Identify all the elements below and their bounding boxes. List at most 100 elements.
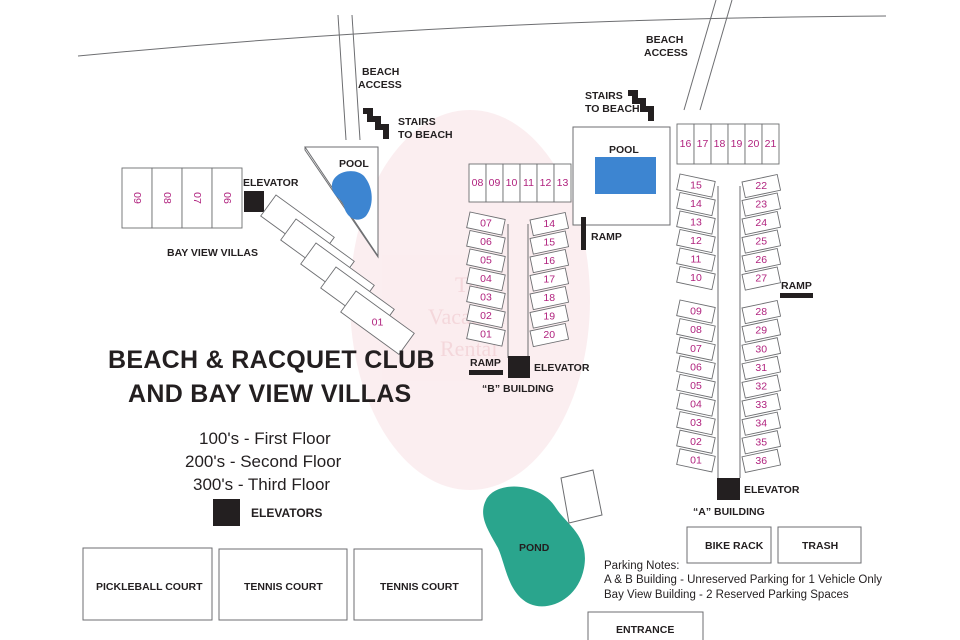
bayview-pool-label: POOL	[339, 158, 369, 170]
unit-cell	[741, 210, 782, 236]
unit-b_right-17: 17	[529, 267, 570, 292]
beach-path-1-left	[337, 14, 347, 141]
unit-b_right-19: 19	[529, 304, 570, 329]
unit-a_left_lower-02: 02	[676, 429, 716, 454]
b-ramp-icon	[469, 370, 503, 375]
unit-number: 16	[680, 138, 692, 150]
unit-number: 15	[543, 237, 555, 249]
unit-cell	[676, 429, 716, 454]
unit-b_top-08: 08	[468, 163, 487, 203]
unit-a_right_upper-27: 27	[741, 266, 782, 291]
unit-cell	[529, 304, 570, 329]
b-elevator-label: ELEVATOR	[534, 362, 590, 374]
bayview-pool	[331, 171, 372, 220]
a-ramp-label: RAMP	[781, 280, 812, 292]
unit-number: 20	[543, 329, 555, 341]
unit-b_left-02: 02	[466, 303, 506, 329]
unit-b_left-01: 01	[466, 322, 506, 347]
unit-number: 17	[543, 274, 555, 286]
unit-a_right_upper-24: 24	[741, 210, 782, 236]
unit-number: 12	[690, 235, 702, 247]
unit-cell	[676, 173, 716, 198]
unit-b_top-11: 11	[519, 163, 538, 203]
unit-cell	[761, 123, 780, 165]
beach-access-2-label: BEACH	[646, 34, 683, 46]
unit-b_left-07: 07	[466, 211, 506, 236]
b-ramp-label: RAMP	[470, 357, 501, 369]
stairs-2-icon	[628, 90, 654, 121]
unit-a_left_upper-14: 14	[676, 191, 716, 217]
unit-number: 01	[690, 454, 702, 466]
unit-cell	[529, 322, 570, 348]
unit-cell	[676, 448, 716, 473]
b-building-label: “B” BUILDING	[482, 383, 554, 395]
unit-cell	[211, 167, 243, 229]
beach-path-2-right	[699, 0, 733, 111]
unit-cell	[741, 318, 782, 343]
unit-cell	[676, 299, 716, 324]
unit-a_top-21: 21	[761, 123, 780, 165]
unit-a_right_lower-34: 34	[741, 411, 782, 436]
unit-b_left-03: 03	[466, 285, 506, 310]
unit-number: 01	[480, 329, 492, 341]
unit-number: 26	[755, 254, 767, 266]
unit-number: 01	[372, 317, 384, 329]
unit-cell	[741, 299, 782, 325]
unit-number: 25	[755, 236, 767, 248]
unit-number: 13	[690, 217, 702, 229]
unit-a_right_lower-33: 33	[741, 392, 782, 418]
pickleball-court	[82, 547, 213, 621]
unit-number: 15	[690, 180, 702, 192]
unit-bayview_diag-01: 01	[340, 290, 415, 355]
unit-a_right_upper-26: 26	[741, 247, 782, 273]
a-ramp-icon	[780, 293, 813, 298]
bay-view-villas-label: BAY VIEW VILLAS	[167, 247, 258, 259]
unit-a_top-16: 16	[676, 123, 695, 165]
unit-number: 20	[748, 138, 760, 150]
tennis-court-2	[353, 548, 483, 621]
trash-label: TRASH	[802, 540, 838, 552]
b-elevator-icon	[508, 356, 530, 378]
unit-number: 06	[221, 192, 233, 204]
unit-cell	[466, 322, 506, 347]
unit-number: 14	[690, 198, 702, 210]
unit-a_top-17: 17	[693, 123, 712, 165]
unit-cell	[676, 336, 716, 361]
unit-a_left_upper-15: 15	[676, 173, 716, 198]
unit-cell	[676, 210, 716, 235]
beach-access-1-label: BEACH	[362, 66, 399, 78]
pool-ramp-icon	[581, 217, 586, 250]
unit-cell	[676, 247, 716, 272]
unit-number: 08	[690, 324, 702, 336]
parking-notes-line-2: Bay View Building - 2 Reserved Parking S…	[604, 589, 849, 601]
unit-number: 32	[755, 380, 767, 392]
unit-a_left_upper-12: 12	[676, 228, 716, 254]
unit-cell	[466, 248, 506, 273]
unit-number: 09	[690, 306, 702, 318]
tennis-court-1	[218, 548, 348, 621]
unit-number: 27	[755, 273, 767, 285]
unit-number: 17	[697, 138, 709, 150]
unit-b_left-06: 06	[466, 229, 506, 255]
unit-cell	[741, 355, 782, 380]
tennis-court-2-label: TENNIS COURT	[380, 581, 459, 593]
unit-cell	[181, 167, 213, 229]
unit-cell	[741, 430, 782, 455]
unit-cell	[676, 228, 716, 254]
unit-a_right_lower-28: 28	[741, 299, 782, 325]
unit-a_left_lower-01: 01	[676, 448, 716, 473]
entrance	[587, 611, 704, 640]
unit-bayview_row-07: 07	[181, 167, 213, 229]
bike-rack	[686, 526, 772, 564]
shoreline	[77, 15, 887, 57]
unit-number: 05	[480, 255, 492, 267]
unit-cell	[466, 303, 506, 329]
unit-a_left_upper-13: 13	[676, 210, 716, 235]
unit-b_top-09: 09	[485, 163, 504, 203]
unit-number: 06	[480, 236, 492, 248]
